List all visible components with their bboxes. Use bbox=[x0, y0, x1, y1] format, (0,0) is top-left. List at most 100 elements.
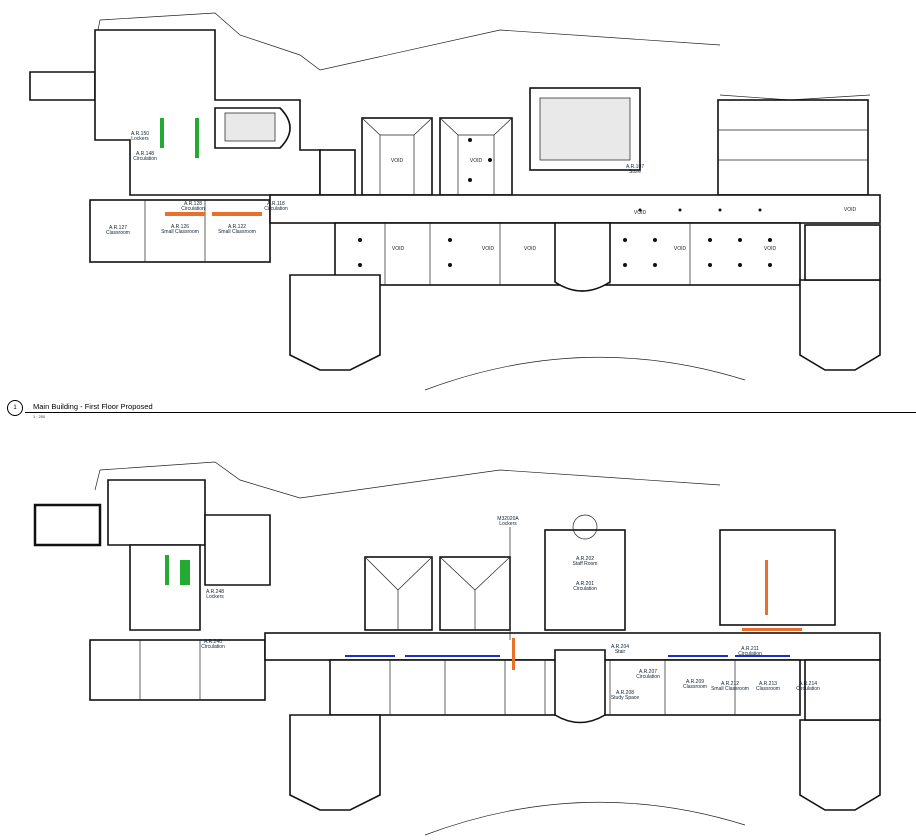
site-boundary bbox=[94, 12, 721, 71]
room-code: A.R.211 bbox=[741, 646, 759, 652]
room-code: A.R.107 bbox=[625, 164, 645, 170]
room-code: A.R.201 bbox=[575, 581, 595, 587]
left-wing bbox=[89, 639, 266, 701]
void-label: VOID bbox=[469, 158, 483, 164]
site-boundary bbox=[94, 461, 721, 499]
room-code: A.R.126 bbox=[170, 224, 190, 230]
room-name: Circulation bbox=[181, 206, 205, 212]
room-name: Small Classroom bbox=[711, 686, 749, 692]
room-code: A.R.240 bbox=[203, 639, 223, 645]
lower-right-wing bbox=[799, 279, 881, 371]
room-code: A.R.214 bbox=[798, 681, 818, 687]
room-code: A.R.202 bbox=[575, 556, 595, 562]
main-corridor bbox=[269, 194, 881, 224]
room-code: A.R.148 bbox=[135, 151, 155, 157]
room-code: A.R.118 bbox=[267, 201, 285, 207]
room-code: A.R.127 bbox=[108, 225, 128, 231]
void-roof-2 bbox=[439, 117, 513, 196]
void-label: VOID bbox=[843, 207, 857, 213]
upper-left-complex bbox=[94, 29, 321, 196]
lockers-row bbox=[165, 212, 262, 216]
room-code: A.R.209 bbox=[685, 679, 705, 685]
room-name: Circulation bbox=[264, 206, 288, 212]
void-label: VOID bbox=[633, 210, 647, 216]
green-furniture bbox=[160, 118, 199, 158]
void-label: VOID bbox=[673, 246, 687, 252]
marker-name: Lockers bbox=[499, 521, 517, 527]
room-name: Classroom bbox=[683, 684, 707, 690]
room-name: Small Classroom bbox=[218, 229, 256, 235]
lower-right-wing bbox=[799, 719, 881, 811]
lower-left-wing bbox=[289, 714, 381, 811]
roof-1 bbox=[364, 556, 433, 631]
view-title-rule bbox=[25, 412, 916, 413]
green-furniture bbox=[165, 555, 190, 585]
room-code: A.R.248 bbox=[205, 589, 225, 595]
room-code: A.R.204 bbox=[610, 644, 630, 650]
void-label: VOID bbox=[523, 246, 537, 252]
view-scale: 1 : 200 bbox=[33, 414, 46, 419]
room-name: Stair bbox=[614, 649, 626, 655]
room-name: Circulation bbox=[738, 651, 762, 657]
void-label: VOID bbox=[481, 246, 495, 252]
lower-left-wing bbox=[289, 274, 381, 371]
room-code: A.R.213 bbox=[758, 681, 778, 687]
room-name: Lockers bbox=[206, 594, 224, 600]
room-name: Store bbox=[629, 169, 641, 175]
room-name: Staff Room bbox=[572, 561, 598, 567]
room-name: Circulation bbox=[636, 674, 660, 680]
first-floor-plan bbox=[29, 12, 881, 391]
left-wing bbox=[89, 199, 271, 263]
marker-code: M32020A bbox=[497, 516, 519, 522]
room-code: A.R.128 bbox=[183, 201, 203, 207]
room-name: Classroom bbox=[106, 230, 130, 236]
upper-right-block bbox=[717, 99, 869, 196]
lockers-row bbox=[512, 560, 802, 670]
site-arc bbox=[424, 356, 746, 391]
site-arc bbox=[424, 801, 746, 836]
room-name: Circulation bbox=[796, 686, 820, 692]
columns bbox=[358, 138, 772, 267]
view-title: Main Building - First Floor Proposed bbox=[33, 402, 153, 411]
room-name: Lockers bbox=[131, 136, 149, 142]
second-floor-plan bbox=[33, 461, 881, 836]
upper-right-block bbox=[719, 529, 836, 626]
room-code: A.R.150 bbox=[130, 131, 150, 137]
view-number-bubble: 1 bbox=[7, 400, 23, 416]
void-roof-1 bbox=[361, 117, 433, 196]
room-name: Circulation bbox=[201, 644, 225, 650]
staff-room-block bbox=[544, 529, 626, 631]
room-name: Circulation bbox=[133, 156, 157, 162]
void-label: VOID bbox=[391, 246, 405, 252]
room-code: A.R.207 bbox=[638, 669, 658, 675]
room-code: A.R.122 bbox=[227, 224, 247, 230]
room-name: Circulation bbox=[573, 586, 597, 592]
blue-storage bbox=[345, 655, 790, 657]
void-label: VOID bbox=[390, 158, 404, 164]
room-name: Study Space bbox=[610, 695, 640, 701]
room-code: A.R.212 bbox=[720, 681, 740, 687]
room-code: A.R.208 bbox=[615, 690, 635, 696]
